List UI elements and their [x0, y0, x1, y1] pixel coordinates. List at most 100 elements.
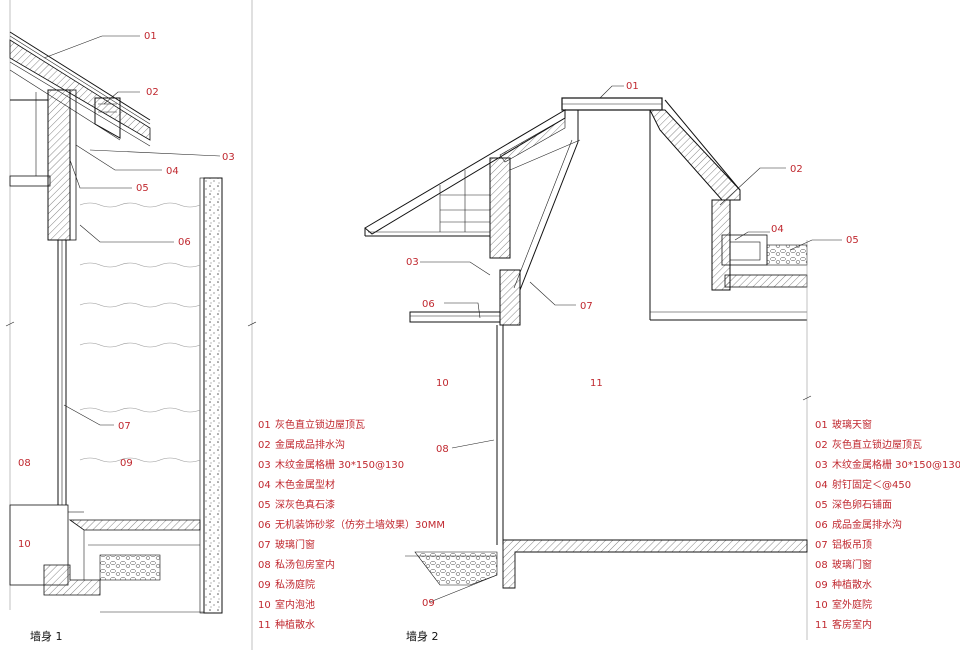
svg-text:射钉固定＜@450: 射钉固定＜@450 [832, 478, 911, 491]
svg-text:玻璃门窗: 玻璃门窗 [275, 538, 315, 551]
svg-text:木纹金属格栅 30*150@130: 木纹金属格栅 30*150@130 [275, 458, 404, 471]
svg-text:深色卵石铺面: 深色卵石铺面 [832, 498, 892, 511]
svg-text:02: 02 [258, 440, 271, 451]
wall1-roof [9, 31, 151, 147]
svg-text:11: 11 [258, 620, 271, 631]
svg-text:种植散水: 种植散水 [832, 578, 872, 591]
svg-text:09: 09 [258, 580, 271, 591]
legend1-row: 01 灰色直立锁边屋顶瓦 [258, 418, 365, 431]
svg-text:01: 01 [258, 420, 271, 431]
wall1-callouts: 01 02 03 04 05 06 07 08 09 10 [18, 31, 235, 550]
wall2-callout-04: 04 [771, 224, 784, 235]
wall2-gutter-canopy [409, 311, 501, 323]
wall2-callout-03: 03 [406, 257, 419, 268]
wall2-callout-07: 07 [580, 301, 593, 312]
wall2-left-roof [364, 109, 566, 237]
wall1-section [5, 0, 257, 650]
legend1-row: 04 木色金属型材 [258, 478, 335, 491]
wall1-callout-09: 09 [120, 458, 133, 469]
wall1-callout-10: 10 [18, 539, 31, 550]
wall2-callout-06: 06 [422, 299, 435, 310]
svg-text:11: 11 [815, 620, 828, 631]
wall1-callout-03: 03 [222, 152, 235, 163]
svg-text:私汤包房室内: 私汤包房室内 [275, 558, 335, 571]
wall1-gutter [94, 97, 121, 139]
wall2-pebble-paving [766, 244, 808, 266]
wall2-callout-05: 05 [846, 235, 859, 246]
svg-text:10: 10 [815, 600, 828, 611]
wall1-caption: 墙身 1 [30, 629, 63, 643]
svg-text:02: 02 [815, 440, 828, 451]
wall2-callout-01: 01 [626, 81, 639, 92]
wall1-water-lines [79, 202, 201, 463]
svg-text:06: 06 [815, 520, 828, 531]
svg-text:灰色直立锁边屋顶瓦: 灰色直立锁边屋顶瓦 [832, 438, 922, 451]
svg-text:成品金属排水沟: 成品金属排水沟 [832, 518, 902, 531]
svg-text:种植散水: 种植散水 [275, 618, 315, 631]
legend1-row: 09 私汤庭院 [258, 578, 315, 591]
legend1-row: 02 金属成品排水沟 [258, 438, 345, 451]
svg-text:铝板吊顶: 铝板吊顶 [832, 538, 872, 551]
svg-text:无机装饰砂浆（仿夯土墙效果）30MM: 无机装饰砂浆（仿夯土墙效果）30MM [275, 518, 445, 531]
wall1-callout-08: 08 [18, 458, 31, 469]
wall2-floor-slab [502, 539, 808, 589]
svg-text:木色金属型材: 木色金属型材 [275, 478, 335, 491]
wall2-callout-11: 11 [590, 378, 603, 389]
legend1-row: 08 私汤包房室内 [258, 558, 335, 571]
svg-text:深灰色真石漆: 深灰色真石漆 [275, 498, 335, 511]
svg-text:玻璃门窗: 玻璃门窗 [832, 558, 872, 571]
svg-text:06: 06 [258, 520, 271, 531]
svg-text:04: 04 [258, 480, 271, 491]
svg-text:金属成品排水沟: 金属成品排水沟 [275, 438, 345, 451]
svg-text:08: 08 [815, 560, 828, 571]
svg-text:07: 07 [815, 540, 828, 551]
legend2-row: 02 灰色直立锁边屋顶瓦 [815, 438, 922, 451]
wall1-upper-wall [47, 89, 71, 241]
legend2-row: 07 铝板吊顶 [815, 538, 872, 551]
wall1-callout-07: 07 [118, 421, 131, 432]
wall2-callout-02: 02 [790, 164, 803, 175]
wall2-caption: 墙身 2 [406, 629, 439, 643]
wall2-left-wall [489, 157, 511, 259]
svg-text:木纹金属格栅 30*150@130: 木纹金属格栅 30*150@130 [832, 458, 960, 471]
svg-text:室外庭院: 室外庭院 [832, 598, 872, 611]
svg-text:私汤庭院: 私汤庭院 [275, 578, 315, 591]
svg-text:灰色直立锁边屋顶瓦: 灰色直立锁边屋顶瓦 [275, 418, 365, 431]
svg-text:05: 05 [258, 500, 271, 511]
legend1-row: 11 种植散水 [258, 618, 315, 631]
legend1-row: 10 室内泡池 [258, 598, 315, 611]
svg-text:07: 07 [258, 540, 271, 551]
wall2-leaders [420, 85, 842, 603]
wall2-callout-09: 09 [422, 598, 435, 609]
legend1-row: 07 玻璃门窗 [258, 538, 315, 551]
wall2-callout-08: 08 [436, 444, 449, 455]
svg-text:08: 08 [258, 560, 271, 571]
wall1-callout-06: 06 [178, 237, 191, 248]
wall2-glass-door [496, 325, 504, 545]
wall1-courtyard-wall [203, 177, 223, 614]
wall1-callout-01: 01 [144, 31, 157, 42]
legend1-row: 05 深灰色真石漆 [258, 498, 335, 511]
wall2-callouts: 01 02 03 04 05 06 07 08 09 10 11 [406, 81, 859, 609]
legend2-row: 08 玻璃门窗 [815, 558, 872, 571]
wall1-callout-02: 02 [146, 87, 159, 98]
wall2-right-roof [649, 99, 768, 291]
svg-text:05: 05 [815, 500, 828, 511]
wall2-planting [414, 551, 498, 586]
svg-text:室内泡池: 室内泡池 [275, 598, 315, 611]
wall2-skylight [561, 97, 663, 111]
svg-text:01: 01 [815, 420, 828, 431]
legend2-row: 06 成品金属排水沟 [815, 518, 902, 531]
legend1-row: 06 无机装饰砂浆（仿夯土墙效果）30MM [258, 518, 445, 531]
wall1-callout-05: 05 [136, 183, 149, 194]
svg-text:10: 10 [258, 600, 271, 611]
